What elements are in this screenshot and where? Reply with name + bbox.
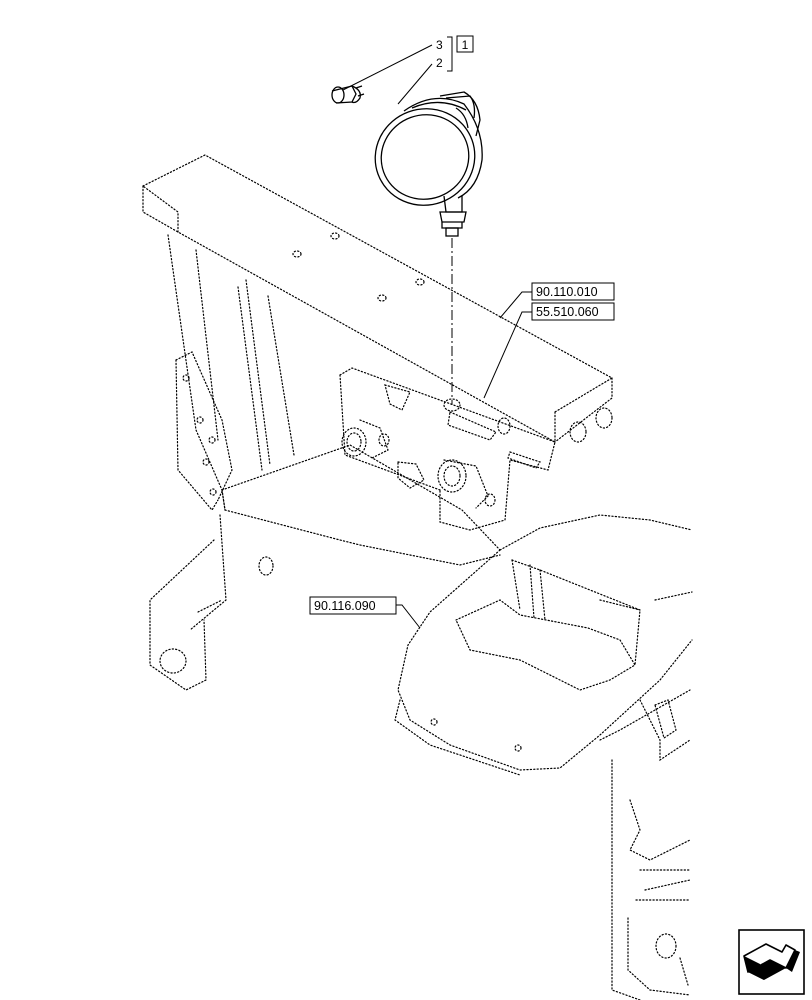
callout-group-box (456, 35, 474, 53)
callout-3: 3 (436, 38, 443, 52)
reference-text-55-510-060: 55.510.060 (536, 305, 599, 319)
reference-label-55-510-060[interactable]: 55.510.060 (483, 302, 615, 399)
reference-text-90-110-010: 90.110.010 (536, 285, 598, 299)
bulb-part[interactable] (331, 85, 365, 104)
reference-label-90-110-010[interactable]: 90.110.010 (499, 282, 615, 319)
next-page-arrow-icon[interactable] (738, 929, 805, 995)
reference-label-90-116-090[interactable]: 90.116.090 (309, 596, 421, 629)
frame-context-drawing (142, 154, 693, 1000)
callout-2: 2 (436, 56, 443, 70)
work-lamp-part[interactable] (362, 91, 489, 237)
callout-bracket (447, 36, 453, 72)
reference-text-90-116-090: 90.116.090 (314, 599, 376, 613)
callout-group-1: 1 (462, 38, 469, 52)
